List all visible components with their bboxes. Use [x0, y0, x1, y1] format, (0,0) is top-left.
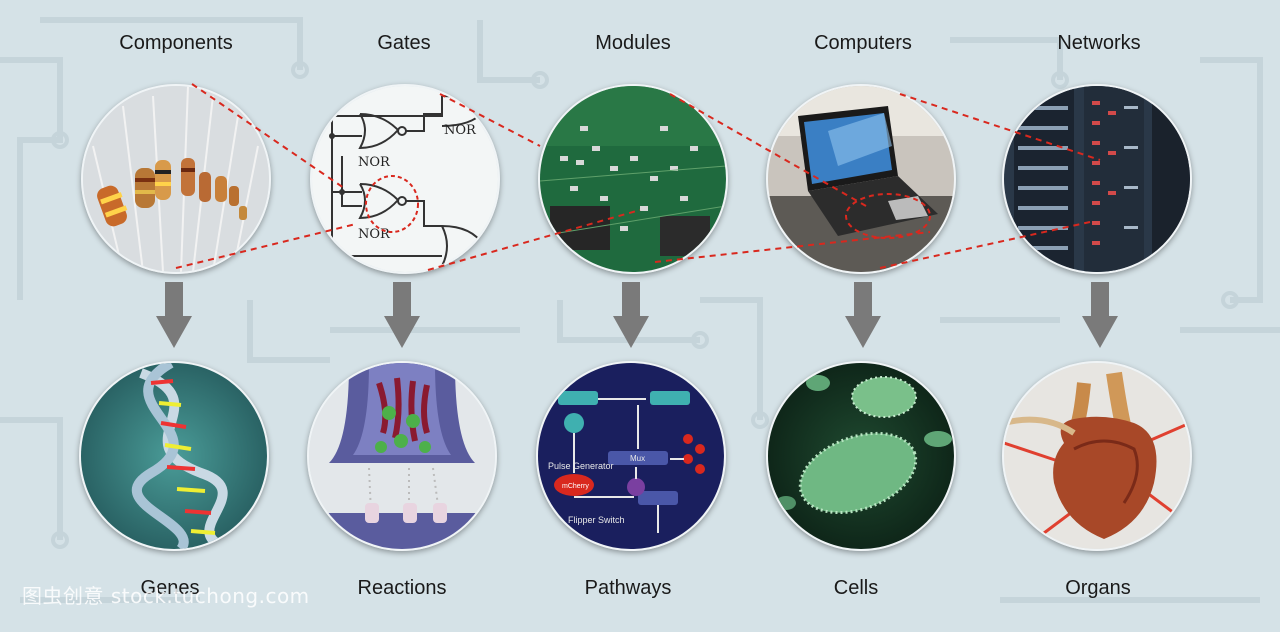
gate-label-nor-1: NOR	[358, 155, 391, 170]
modules-image	[538, 84, 728, 274]
down-arrow-icon	[156, 282, 192, 348]
reactions-image	[307, 361, 497, 551]
down-arrow-icon	[1082, 282, 1118, 348]
label-components: Components	[119, 32, 233, 54]
label-pathways: Pathways	[584, 577, 672, 599]
watermark-text: 图虫创意 stock.tuchong.com	[22, 584, 310, 608]
pathway-label-pulse-generator: Pulse Generator	[548, 461, 614, 471]
resistors-illustration	[83, 86, 269, 272]
synapse-illustration	[309, 363, 495, 549]
label-genes: Genes	[140, 577, 200, 599]
heart-illustration	[1004, 363, 1190, 549]
pathway-label-flipper-switch: Flipper Switch	[568, 515, 625, 525]
label-cells: Cells	[833, 577, 879, 599]
label-reactions: Reactions	[357, 577, 447, 599]
server-rack-photo	[1004, 86, 1190, 272]
circuit-board-photo	[540, 86, 726, 272]
down-arrow-icon	[613, 282, 649, 348]
pathways-image: Pulse Generator Flipper Switch Mux mCher…	[536, 361, 726, 551]
label-networks: Networks	[1057, 32, 1141, 54]
components-image	[81, 84, 271, 274]
networks-image	[1002, 84, 1192, 274]
down-arrow-icon	[384, 282, 420, 348]
pathway-diagram: Pulse Generator Flipper Switch Mux mCher…	[538, 363, 724, 549]
gate-label-nor-3: NOR	[444, 123, 477, 138]
label-modules: Modules	[595, 32, 671, 54]
computers-image	[766, 84, 956, 274]
laptop-photo	[768, 86, 954, 272]
label-organs: Organs	[1065, 577, 1131, 599]
bacteria-illustration	[768, 363, 954, 549]
pathway-label-mux: Mux	[630, 454, 645, 463]
label-gates: Gates	[377, 32, 431, 54]
organs-image	[1002, 361, 1192, 551]
gates-image: NOR NOR NOR	[310, 84, 500, 274]
gate-label-nor-2: NOR	[358, 227, 391, 242]
cells-image	[766, 361, 956, 551]
pathway-label-mcherry: mCherry	[562, 483, 589, 490]
logic-gates-diagram: NOR NOR NOR	[312, 86, 498, 272]
down-arrow-icon	[845, 282, 881, 348]
genes-image	[79, 361, 269, 551]
dna-illustration	[81, 363, 267, 549]
label-computers: Computers	[814, 32, 912, 54]
